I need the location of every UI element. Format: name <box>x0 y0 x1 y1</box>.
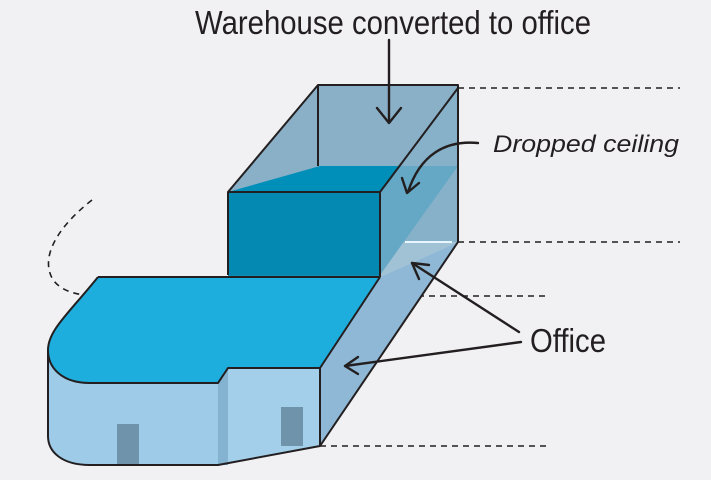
office-roof <box>48 277 380 383</box>
ceiling-arrowhead <box>400 176 421 195</box>
office-front-wall-left <box>48 350 218 465</box>
office-wall-corner <box>218 368 228 465</box>
title-label: Warehouse converted to office <box>195 4 591 41</box>
ceiling-arrow-shaft <box>406 141 480 194</box>
office-arrow-lower-shaft <box>343 340 523 368</box>
office-front-wall-right <box>218 368 320 465</box>
office-door-right <box>281 407 303 446</box>
office-arrow-lower-head <box>343 355 360 376</box>
office-door-left <box>117 424 139 465</box>
office-label: Office <box>530 322 606 359</box>
outlines <box>47 84 459 466</box>
curved-guide <box>47 199 101 297</box>
dropped-ceiling-label: Dropped ceiling <box>493 131 680 158</box>
warehouse-front-face <box>228 192 380 277</box>
office-arrow-upper-head <box>410 261 431 281</box>
office-arrow-upper-shaft <box>410 261 521 334</box>
office-roof-edge <box>47 276 381 384</box>
office-outer-outline <box>47 241 459 466</box>
title-arrowhead <box>375 106 403 125</box>
arrows <box>343 38 523 376</box>
